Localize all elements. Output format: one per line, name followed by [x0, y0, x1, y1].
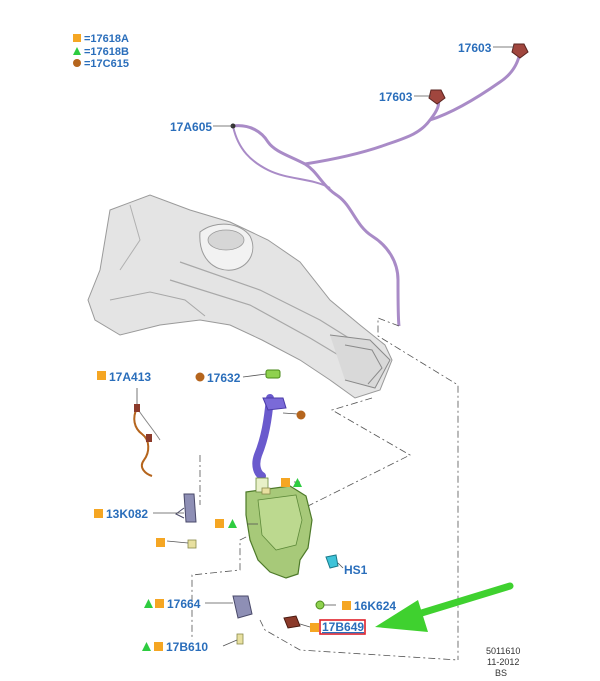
callout-symbols — [94, 371, 351, 651]
square-icon — [73, 34, 81, 42]
washer-hose — [230, 51, 522, 327]
grommet-16K624 — [315, 600, 325, 610]
green-arrow-icon — [375, 582, 514, 632]
part-labels: 17603 17603 17A605 17A413 17632 13K082 H… — [106, 41, 492, 654]
legend-item-17618A: =17618A — [84, 33, 129, 45]
highlighted-part-17B649: 17B649 — [319, 619, 366, 635]
washer-jet-top — [511, 43, 529, 59]
square-icon — [156, 538, 165, 547]
label-17B610: 17B610 — [166, 640, 208, 654]
clip-17B610 — [236, 633, 244, 645]
triangle-icon — [144, 599, 153, 608]
label-17B649: 17B649 — [322, 620, 364, 634]
square-icon — [154, 642, 163, 651]
washer-jet-middle — [428, 89, 446, 105]
square-icon — [342, 601, 351, 610]
label-13K082: 13K082 — [106, 507, 148, 521]
label-17A605: 17A605 — [170, 120, 212, 134]
legend-item-17C615: =17C615 — [84, 58, 129, 70]
triangle-icon — [73, 47, 81, 55]
pump-17664 — [232, 595, 253, 619]
stamp-date: 11-2012 — [487, 657, 519, 667]
hs1-connector — [325, 554, 339, 569]
leader-lines — [136, 46, 514, 647]
label-17603-top: 17603 — [458, 41, 492, 55]
highlight-box — [319, 619, 366, 635]
circle-icon — [195, 372, 205, 382]
circle-icon — [296, 410, 306, 420]
square-icon — [97, 371, 106, 380]
square-icon — [281, 478, 290, 487]
wiring-harness — [133, 404, 161, 477]
label-17664: 17664 — [167, 597, 201, 611]
label-HS1: HS1 — [344, 563, 368, 577]
label-16K624: 16K624 — [354, 599, 396, 613]
fasteners — [187, 487, 271, 549]
legend: =17618A =17618B =17C615 — [73, 33, 129, 70]
triangle-icon — [228, 519, 237, 528]
square-icon — [94, 509, 103, 518]
stamp-code: 5011610 — [486, 646, 520, 656]
circle-icon — [73, 59, 81, 67]
square-icon — [215, 519, 224, 528]
stamp-initials: BS — [495, 668, 507, 678]
construction-lines — [191, 317, 459, 661]
label-17632: 17632 — [207, 371, 241, 385]
filler-neck — [252, 369, 287, 480]
vehicle-body-structure — [87, 194, 393, 399]
label-17603-middle: 17603 — [379, 90, 413, 104]
drawing-stamp: 5011610 11-2012 BS — [486, 646, 520, 678]
legend-item-17618B: =17618B — [84, 46, 129, 58]
washer-reservoir — [245, 477, 313, 579]
triangle-icon — [142, 642, 151, 651]
bracket-13K082 — [175, 493, 197, 523]
label-17A413: 17A413 — [109, 370, 151, 384]
square-icon — [155, 599, 164, 608]
connector-17B649 — [283, 615, 301, 629]
square-icon — [310, 623, 319, 632]
triangle-icon — [293, 478, 302, 487]
